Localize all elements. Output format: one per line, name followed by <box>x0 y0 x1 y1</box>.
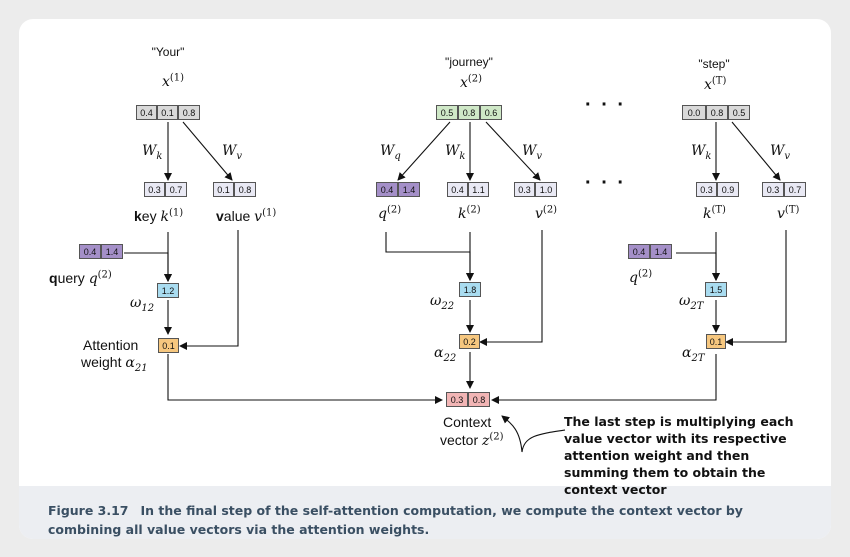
arrow-v2-a22 <box>479 230 543 346</box>
q2-cell-0: 0.4 <box>376 182 398 197</box>
arrow-x2-q2 <box>397 121 451 181</box>
q2-left-cell-0: 0.4 <box>79 244 101 259</box>
z2-cell-0: 0.3 <box>446 392 468 407</box>
a21-cell: 0.1 <box>158 338 179 353</box>
vT-cell-1: 0.7 <box>784 182 806 197</box>
x1-cell-1: 0.1 <box>157 105 178 120</box>
xT-cell-1: 0.8 <box>706 105 728 120</box>
figure-number: Figure 3.17 <box>48 503 129 518</box>
vT-label: v(T) <box>777 204 800 222</box>
x2-cell-1: 0.8 <box>458 105 480 120</box>
kT-cell-0: 0.3 <box>696 182 717 197</box>
attention-label: Attention <box>83 337 139 353</box>
arrow-a2T-z2 <box>491 354 717 404</box>
arrow-xT-vT <box>731 121 781 181</box>
wk-label-2: Wk <box>445 143 466 162</box>
annotation-curved-arrow <box>501 415 566 453</box>
k2-cell-0: 0.4 <box>447 182 468 197</box>
v2-label: v(2) <box>535 204 558 222</box>
q2-right-cell-1: 1.4 <box>650 244 672 259</box>
query-q2-label: query q(2) <box>49 269 112 287</box>
wv-label-1: Wv <box>222 143 243 162</box>
xT-cell-2: 0.5 <box>728 105 750 120</box>
a22-cell: 0.2 <box>459 334 480 349</box>
context-label: Context <box>443 414 492 430</box>
x2-label: x(2) <box>460 73 483 91</box>
q2-label: q(2) <box>378 204 402 222</box>
ellipsis-top: · · · <box>585 94 627 116</box>
token-journey: "journey" <box>445 55 493 69</box>
a22-label: α22 <box>434 345 457 364</box>
ellipsis-mid: · · · <box>585 172 627 194</box>
caption-background <box>19 486 831 539</box>
v2-cell-1: 1.0 <box>535 182 557 197</box>
arrow-q2-w12 <box>124 252 172 282</box>
xT-cell-0: 0.0 <box>682 105 706 120</box>
z2-cell-1: 0.8 <box>468 392 490 407</box>
wv-label-T: Wv <box>770 143 791 162</box>
x1-cell-2: 0.8 <box>178 105 200 120</box>
a2T-label: α2T <box>682 345 705 364</box>
token-your: "Your" <box>151 45 185 59</box>
q2-right-label: q(2) <box>629 268 653 286</box>
arrow-v1-a21 <box>179 230 239 350</box>
w22-cell: 1.8 <box>459 282 481 297</box>
arrow-a21-z2 <box>167 354 443 404</box>
arrow-q2-w2T <box>676 252 720 281</box>
x1-label: x(1) <box>162 72 185 90</box>
k2-cell-1: 1.1 <box>468 182 489 197</box>
w22-label: ω22 <box>430 293 455 312</box>
w2T-cell: 1.5 <box>705 282 727 297</box>
kT-cell-1: 0.9 <box>717 182 739 197</box>
arrow-q2-w22 <box>385 232 474 281</box>
wv-label-2: Wv <box>522 143 543 162</box>
weight-a21-label: weight α21 <box>81 354 148 374</box>
annotation-note: The last step is multiplying each value … <box>564 414 794 497</box>
arrow-x2-v2 <box>485 121 541 181</box>
kT-label: k(T) <box>703 204 726 222</box>
vector-z2-label: vector z(2) <box>440 431 504 449</box>
w2T-label: ω2T <box>679 293 704 312</box>
x2-cell-2: 0.6 <box>480 105 502 120</box>
v1-cell-0: 0.1 <box>213 182 234 197</box>
wk-label-1: Wk <box>142 143 163 162</box>
arrow-x1-v1 <box>182 121 233 181</box>
x1-cell-0: 0.4 <box>136 105 157 120</box>
caption-text: In the final step of the self-attention … <box>48 503 743 537</box>
w12-cell: 1.2 <box>157 283 179 298</box>
k1-cell-0: 0.3 <box>144 182 165 197</box>
k1-cell-1: 0.7 <box>165 182 187 197</box>
v2-cell-0: 0.3 <box>514 182 535 197</box>
arrow-vT-a2T <box>725 230 787 346</box>
q2-left-cell-1: 1.4 <box>101 244 123 259</box>
xT-label: x(T) <box>704 75 727 93</box>
value-v1-label: value v(1) <box>216 207 277 225</box>
wq-label-2: Wq <box>380 143 401 162</box>
wk-label-T: Wk <box>691 143 712 162</box>
a2T-cell: 0.1 <box>706 334 726 349</box>
w12-label: ω12 <box>130 295 155 314</box>
q2-right-cell-0: 0.4 <box>628 244 650 259</box>
token-step: "step" <box>698 57 730 71</box>
v1-cell-1: 0.8 <box>234 182 256 197</box>
key-k1-label: key k(1) <box>134 207 184 225</box>
x2-cell-0: 0.5 <box>436 105 458 120</box>
k2-label: k(2) <box>458 204 481 222</box>
q2-cell-1: 1.4 <box>398 182 420 197</box>
vT-cell-0: 0.3 <box>762 182 784 197</box>
